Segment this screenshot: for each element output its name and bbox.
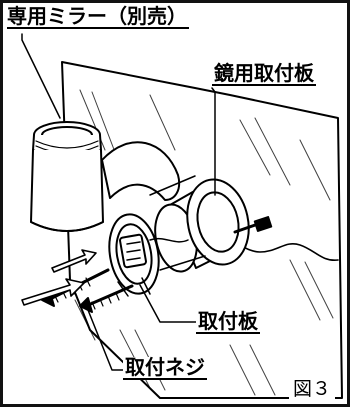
label-mounting-screw: 取付ネジ [123, 355, 207, 380]
mounting-plate [108, 213, 189, 297]
mount-assembly [149, 175, 250, 273]
insertion-arrows [21, 249, 97, 306]
label-mirror-mount-plate: 鏡用取付板 [212, 61, 316, 86]
leader-lines [21, 33, 216, 371]
label-dedicated-mirror: 専用ミラー（別売） [7, 4, 189, 29]
mirror-neck [101, 141, 181, 201]
mount-screw [233, 216, 273, 234]
mirror-head [30, 121, 104, 232]
figure-number: 図３ [289, 380, 336, 399]
label-mounting-plate: 取付板 [196, 309, 260, 334]
